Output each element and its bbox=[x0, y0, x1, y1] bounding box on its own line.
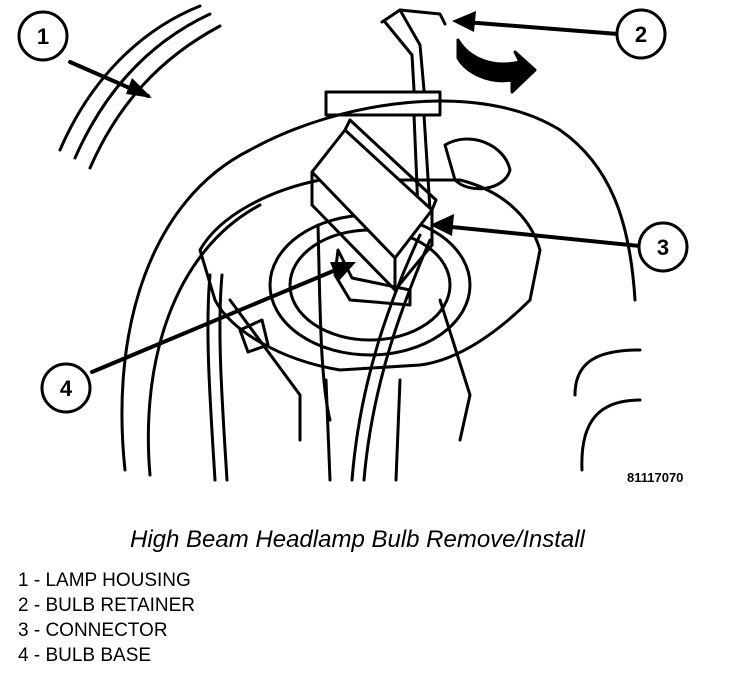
legend-item-1: 1 - LAMP HOUSING bbox=[18, 570, 191, 591]
callout-badge-3: 3 bbox=[637, 221, 689, 273]
figure-caption: High Beam Headlamp Bulb Remove/Install bbox=[130, 526, 585, 553]
callout-number-1: 1 bbox=[37, 24, 49, 49]
connector bbox=[310, 118, 438, 292]
callout-badge-4: 4 bbox=[40, 362, 92, 414]
legend-item-2: 2 - BULB RETAINER bbox=[18, 595, 196, 616]
rotate-arrow-icon bbox=[456, 38, 537, 94]
arrowhead-1 bbox=[126, 78, 152, 98]
wire-leads bbox=[206, 223, 432, 482]
arrowhead-4 bbox=[330, 262, 356, 282]
headlamp-illustration: 1 2 3 4 bbox=[17, 4, 689, 482]
leader-line-3 bbox=[440, 224, 642, 248]
leader-lines bbox=[68, 20, 642, 374]
legend-item-3: 3 - CONNECTOR bbox=[18, 620, 168, 641]
callout-badge-1: 1 bbox=[17, 10, 69, 62]
callout-number-3: 3 bbox=[657, 235, 669, 260]
callout-legend: 1 - LAMP HOUSING 2 - BULB RETAINER 3 - C… bbox=[18, 568, 195, 668]
callout-number-4: 4 bbox=[60, 376, 73, 401]
leader-line-4 bbox=[90, 262, 352, 374]
callout-number-2: 2 bbox=[635, 22, 647, 47]
leader-arrowheads bbox=[126, 11, 476, 282]
legend-item-4: 4 - BULB BASE bbox=[18, 645, 152, 666]
leader-line-2 bbox=[463, 20, 620, 36]
arrowhead-2 bbox=[452, 11, 476, 32]
callout-badge-2: 2 bbox=[615, 8, 667, 60]
figure-id-code: 81117070 bbox=[627, 470, 684, 485]
lamp-housing-outline bbox=[58, 4, 642, 477]
arrowhead-3 bbox=[430, 214, 454, 236]
